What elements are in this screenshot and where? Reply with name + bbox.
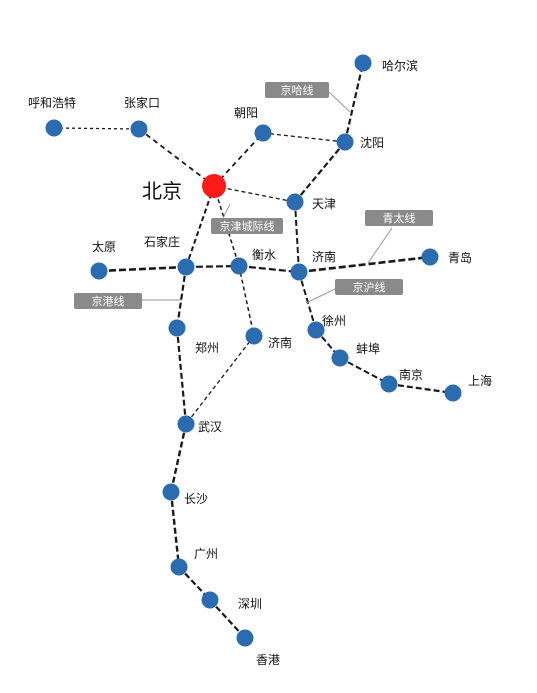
station-tianjin[interactable] <box>286 193 304 211</box>
station-qingdao[interactable] <box>421 248 439 266</box>
station-label-taiyuan: 太原 <box>92 239 116 254</box>
leader-qingtai <box>367 227 393 264</box>
rail-shenyang-haerbin <box>343 62 365 143</box>
leader-jinghu <box>305 288 336 304</box>
station-label-changsha: 长沙 <box>184 492 208 506</box>
rail-changsha-guangzhou <box>169 491 181 568</box>
station-label-shanghai: 上海 <box>468 373 492 388</box>
station-label-chaoyang: 朝阳 <box>234 106 258 120</box>
rail-beijing-tianjin <box>213 185 296 203</box>
line-label-box <box>211 218 283 234</box>
station-label-shenyang: 沈阳 <box>360 135 384 150</box>
rail-nanjing-shanghai <box>388 382 454 395</box>
station-zhengzhou[interactable] <box>168 319 186 337</box>
rail-lines <box>53 62 454 639</box>
station-shenyang[interactable] <box>336 133 354 151</box>
rail-jinan-xuzhou <box>298 271 317 331</box>
station-wuhan[interactable] <box>177 415 195 433</box>
line-label-text: 京沪线 <box>353 280 386 294</box>
rail-jinan2-wuhan <box>185 335 255 425</box>
line-label-text: 京港线 <box>92 294 125 308</box>
station-beijing[interactable] <box>202 174 226 198</box>
station-haerbin[interactable] <box>354 54 372 72</box>
station-nanjing[interactable] <box>380 375 398 393</box>
station-xuzhou[interactable] <box>307 321 325 339</box>
station-label-beijing: 北京 <box>142 179 182 203</box>
rail-wuhan-changsha <box>169 423 188 493</box>
station-label-shijiazhuang: 石家庄 <box>144 234 180 249</box>
line-label-qingtai: 青太线 <box>365 210 433 226</box>
line-label-box <box>74 293 142 309</box>
line-label-box <box>265 82 329 98</box>
station-label-xuzhou: 徐州 <box>322 313 346 328</box>
station-label-hengshui: 衡水 <box>252 248 276 262</box>
station-shenzhen[interactable] <box>201 591 219 609</box>
rail-tianjin-shenyang <box>294 141 346 203</box>
rail-hengshui-jinan2 <box>238 265 255 337</box>
line-label-text: 青太线 <box>383 211 416 225</box>
line-label-jingha: 京哈线 <box>265 82 329 98</box>
station-label-shenzhen: 深圳 <box>238 597 262 611</box>
station-label-zhengzhou: 郑州 <box>195 340 219 355</box>
station-jinan[interactable] <box>290 263 308 281</box>
station-label-bengbu: 蚌埠 <box>356 342 380 356</box>
station-bengbu[interactable] <box>331 349 349 367</box>
station-huhehaote[interactable] <box>45 119 63 137</box>
label-leaders <box>142 91 393 304</box>
line-label-box <box>365 210 433 226</box>
station-changsha[interactable] <box>162 483 180 501</box>
line-label-box <box>335 279 403 295</box>
station-label-jinan: 济南 <box>312 249 336 264</box>
station-label-nanjing: 南京 <box>399 367 423 382</box>
station-label-haerbin: 哈尔滨 <box>382 58 418 73</box>
station-labels: 哈尔滨呼和浩特张家口朝阳沈阳天津太原石家庄衡水济南青岛徐州蚌埠南京上海郑州济南武… <box>28 58 492 667</box>
rail-hengshui-jinan <box>238 264 300 274</box>
station-shanghai[interactable] <box>444 384 462 402</box>
rail-jinan-qingdao <box>298 255 431 274</box>
station-guangzhou[interactable] <box>170 558 188 576</box>
station-label-tianjin: 天津 <box>312 197 336 211</box>
rail-chaoyang-shenyang <box>262 132 346 143</box>
rail-bengbu-nanjing <box>339 357 390 385</box>
leader-jingha <box>328 91 351 113</box>
rail-shijiazhuang-hengshui <box>185 264 240 269</box>
station-label-guangzhou: 广州 <box>194 547 218 561</box>
station-hengshui[interactable] <box>230 257 248 275</box>
rail-zhangjiakou-beijing <box>138 128 215 187</box>
station-label-jinan2: 济南 <box>268 335 292 350</box>
line-label-jingjin: 京津城际线 <box>211 218 283 234</box>
station-xianggang[interactable] <box>236 629 254 647</box>
leader-jingjin <box>222 203 231 219</box>
line-label-text: 京哈线 <box>281 83 314 97</box>
station-shijiazhuang[interactable] <box>177 258 195 276</box>
rail-shijiazhuang-zhengzhou <box>175 266 188 329</box>
rail-tianjin-jinan <box>294 201 300 273</box>
line-label-text: 京津城际线 <box>220 219 275 233</box>
line-label-jinghu: 京沪线 <box>335 279 403 295</box>
station-nodes <box>45 54 462 647</box>
station-chaoyang[interactable] <box>254 124 272 142</box>
rail-zhengzhou-wuhan <box>175 327 188 425</box>
station-label-huhehaote: 呼和浩特 <box>28 95 76 110</box>
station-jinan2[interactable] <box>245 327 263 345</box>
station-label-qingdao: 青岛 <box>448 250 472 265</box>
station-label-wuhan: 武汉 <box>198 420 222 434</box>
rail-huhehaote-zhangjiakou <box>53 127 140 130</box>
line-label-jinggang: 京港线 <box>74 293 142 309</box>
rail-beijing-shijiazhuang <box>185 185 215 268</box>
rail-beijing-chaoyang <box>213 132 264 187</box>
station-label-xianggang: 香港 <box>256 653 280 667</box>
rail-taiyuan-shijiazhuang <box>98 265 187 273</box>
station-zhangjiakou[interactable] <box>130 120 148 138</box>
station-label-zhangjiakou: 张家口 <box>124 95 160 110</box>
station-taiyuan[interactable] <box>90 262 108 280</box>
